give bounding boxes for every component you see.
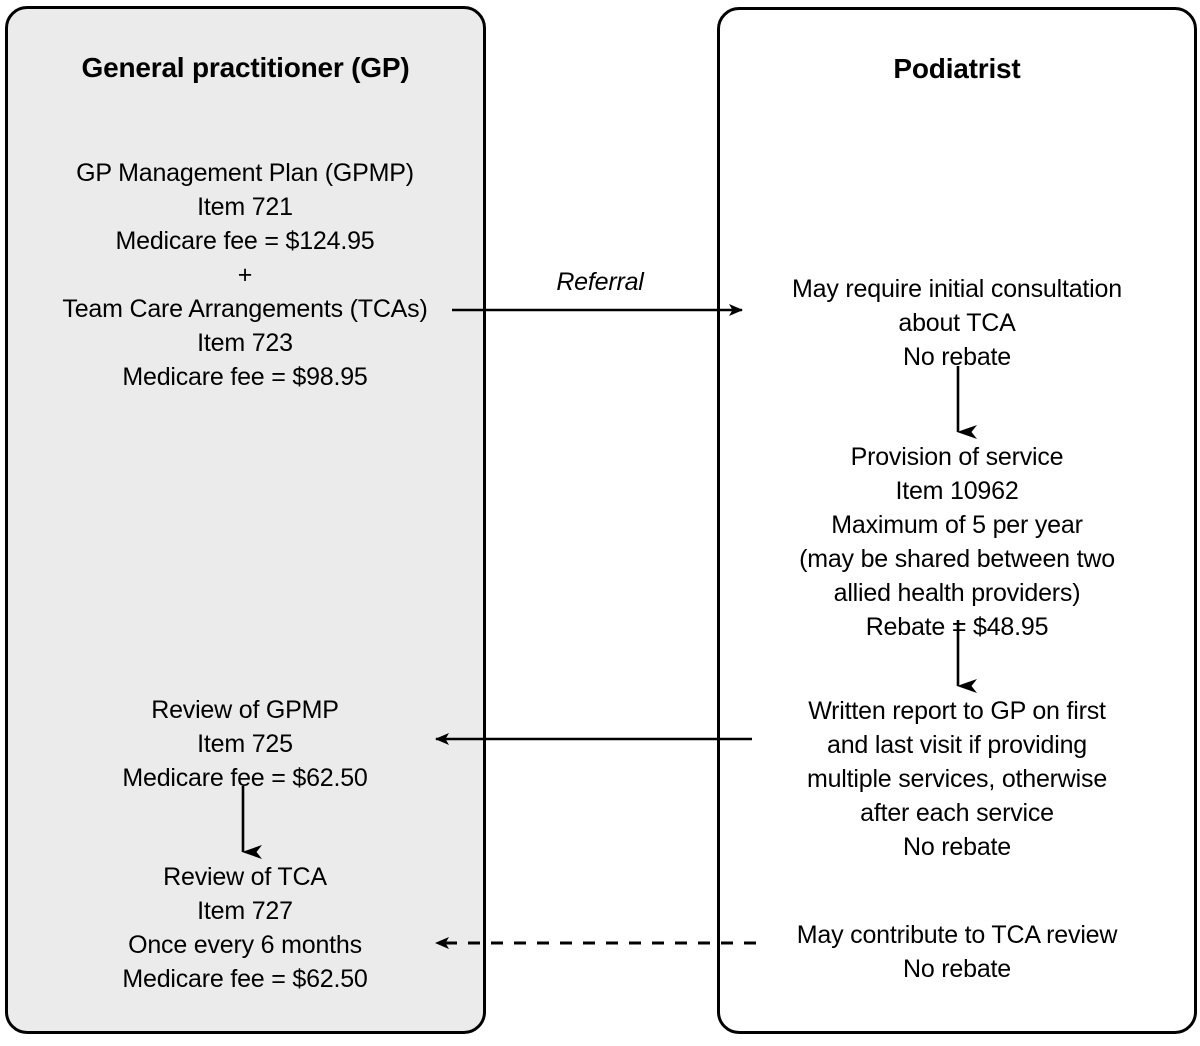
lane-general-practitioner: General practitioner (GP): [5, 6, 486, 1034]
lane-title-general-practitioner: General practitioner (GP): [81, 52, 410, 83]
node-provision-of-service: Provision of service Item 10962 Maximum …: [799, 443, 1115, 641]
node-contribute-tca-review: May contribute to TCA review No rebate: [796, 921, 1118, 983]
node-initial-consultation: May require initial consultation about T…: [792, 275, 1122, 371]
node-review-gpmp: Review of GPMP Item 725 Medicare fee = $…: [122, 696, 368, 792]
lane-podiatrist: Podiatrist: [717, 7, 1197, 1034]
lane-title-podiatrist: Podiatrist: [893, 53, 1021, 84]
node-review-tca: Review of TCA Item 727 Once every 6 mont…: [122, 863, 368, 993]
node-gpmp-tca: GP Management Plan (GPMP) Item 721 Medic…: [62, 159, 428, 391]
node-written-report: Written report to GP on first and last v…: [806, 697, 1108, 861]
edge-label-referral: Referral: [556, 268, 644, 296]
